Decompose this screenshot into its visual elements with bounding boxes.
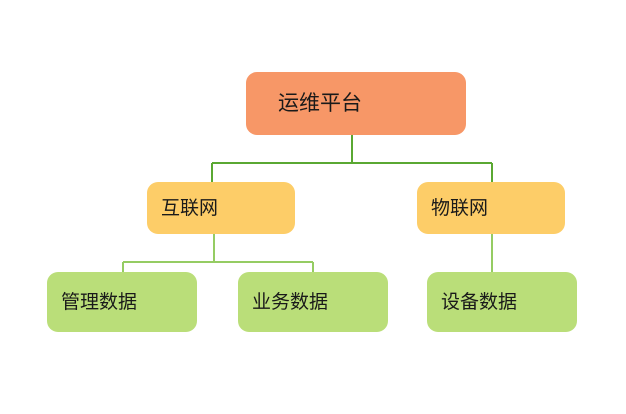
node-leaf-business-data-label: 业务数据 <box>252 290 329 313</box>
node-leaf-management-data-label: 管理数据 <box>61 290 138 313</box>
node-root-label: 运维平台 <box>278 91 362 115</box>
edge-root-to-level2 <box>211 135 493 182</box>
node-leaf-device-data[interactable]: 设备数据 <box>427 272 577 332</box>
node-level2-internet-label: 互联网 <box>161 196 219 219</box>
node-level2-iot-label: 物联网 <box>431 196 489 219</box>
node-leaf-management-data[interactable]: 管理数据 <box>47 272 197 332</box>
node-leaf-business-data[interactable]: 业务数据 <box>238 272 388 332</box>
node-level2-iot[interactable]: 物联网 <box>417 182 565 234</box>
edge-l2a-to-leaves <box>122 234 314 272</box>
node-root[interactable]: 运维平台 <box>246 72 466 135</box>
node-leaf-device-data-label: 设备数据 <box>441 290 518 313</box>
node-level2-internet[interactable]: 互联网 <box>147 182 295 234</box>
